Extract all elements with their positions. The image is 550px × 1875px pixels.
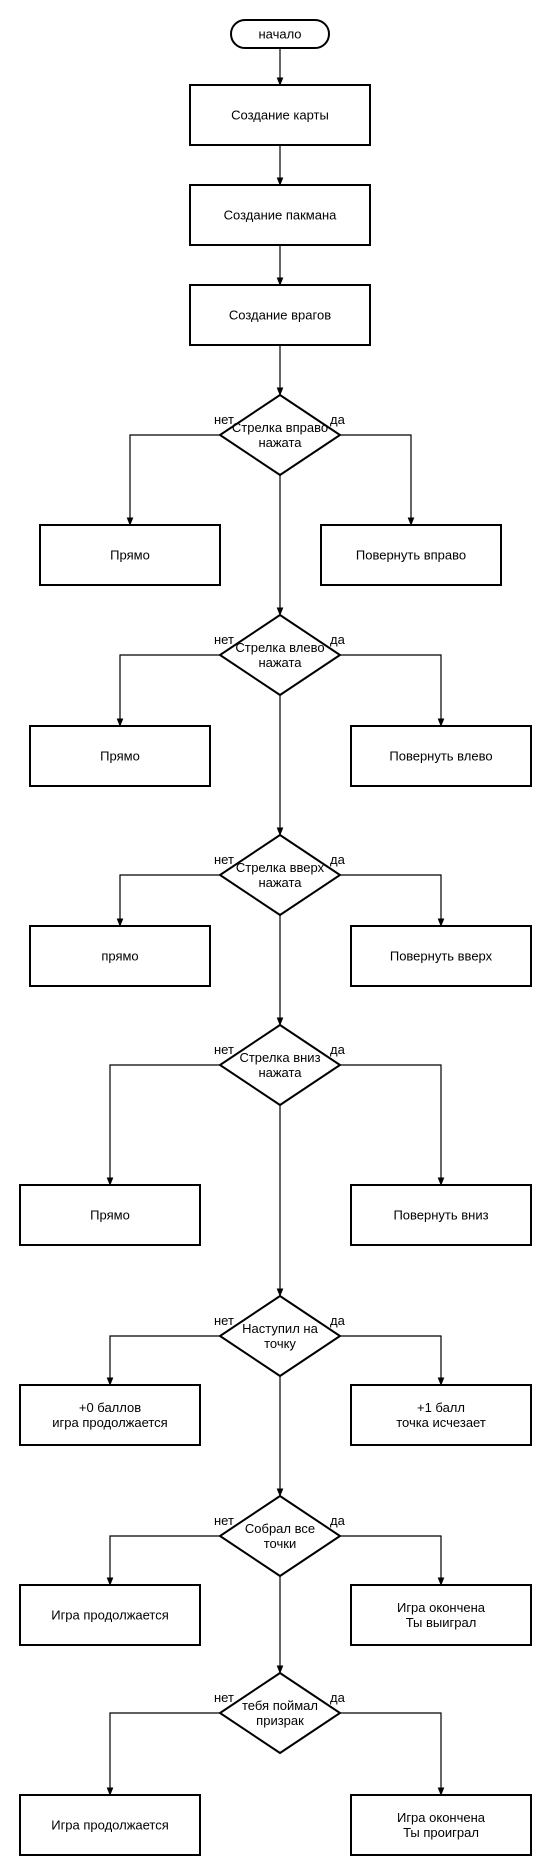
decision-5-yes-box bbox=[350, 1384, 532, 1446]
process-step-1-label-line-0: Создание карты bbox=[231, 108, 329, 123]
decision-5-question-line-1: точку bbox=[264, 1336, 296, 1351]
arrow-decision-3-yes bbox=[340, 874, 445, 927]
decision-5-no-label: нет bbox=[214, 1313, 234, 1328]
arrow-decision-4-no bbox=[106, 1064, 220, 1186]
decision-2-question-line-1: нажата bbox=[258, 655, 302, 670]
decision-1-question-line-1: нажата bbox=[258, 435, 302, 450]
decision-3-no-box-label-line-0: прямо bbox=[101, 949, 138, 964]
arrow-decision-7-yes bbox=[340, 1712, 445, 1796]
decision-6-question-line-0: Собрал все bbox=[245, 1521, 315, 1536]
process-step-1 bbox=[189, 84, 371, 146]
arrow-decision-5-yes bbox=[340, 1335, 445, 1386]
decision-4-question-line-0: Стрелка вниз bbox=[239, 1050, 320, 1065]
decision-3-no-label: нет bbox=[214, 852, 234, 867]
decision-2-no-box bbox=[29, 725, 211, 787]
arrow-decision-2-yes bbox=[340, 654, 445, 727]
arrow-decision-2-no bbox=[116, 654, 220, 727]
decision-2-yes-box-label-line-0: Повернуть влево bbox=[389, 749, 492, 764]
decision-1 bbox=[218, 393, 342, 477]
decision-1-no-box bbox=[39, 524, 221, 586]
decision-4 bbox=[218, 1023, 342, 1107]
decision-4-yes-box bbox=[350, 1184, 532, 1246]
decision-1-no-label: нет bbox=[214, 412, 234, 427]
process-step-3-label-line-0: Создание врагов bbox=[229, 308, 331, 323]
decision-7-yes-box-label-line-0: Игра окончена bbox=[397, 1810, 486, 1825]
decision-2-yes-label: да bbox=[330, 632, 346, 647]
decision-7-question-line-0: тебя поймал bbox=[242, 1698, 318, 1713]
decision-3 bbox=[218, 833, 342, 917]
arrow-decision-3-no bbox=[116, 874, 220, 927]
decision-2-no-label: нет bbox=[214, 632, 234, 647]
arrow-decision-5-no bbox=[106, 1335, 220, 1386]
decision-4-no-box bbox=[19, 1184, 201, 1246]
decision-6-yes-box-label-line-1: Ты выиграл bbox=[406, 1615, 477, 1630]
decision-5-no-box bbox=[19, 1384, 201, 1446]
decision-7-yes-label: да bbox=[330, 1690, 346, 1705]
decision-4-yes-label: да bbox=[330, 1042, 346, 1057]
arrow-decision-7-no bbox=[106, 1712, 220, 1796]
decision-6-yes-box-label-line-0: Игра окончена bbox=[397, 1600, 486, 1615]
decision-7-no-box bbox=[19, 1794, 201, 1856]
decision-5-yes-label: да bbox=[330, 1313, 346, 1328]
arrow-decision-6-yes bbox=[340, 1535, 445, 1586]
process-step-2 bbox=[189, 184, 371, 246]
decision-5-question-line-0: Наступил на bbox=[242, 1321, 318, 1336]
decision-7-yes-box bbox=[350, 1794, 532, 1856]
decision-3-question-line-1: нажата bbox=[258, 875, 302, 890]
decision-5-no-box-label-line-0: +0 баллов bbox=[79, 1400, 141, 1415]
decision-1-yes-label: да bbox=[330, 412, 346, 427]
decision-6-no-label: нет bbox=[214, 1513, 234, 1528]
decision-1-yes-box-label-line-0: Повернуть вправо bbox=[356, 548, 466, 563]
decision-3-yes-box-label-line-0: Повернуть вверх bbox=[390, 949, 493, 964]
decision-2-no-box-label-line-0: Прямо bbox=[100, 749, 140, 764]
decision-3-yes-box bbox=[350, 925, 532, 987]
decision-2 bbox=[218, 613, 342, 697]
decision-2-yes-box bbox=[350, 725, 532, 787]
arrow-decision-6-no bbox=[106, 1535, 220, 1586]
decision-5-yes-box-label-line-0: +1 балл bbox=[417, 1400, 465, 1415]
decision-6 bbox=[218, 1494, 342, 1578]
decision-5-no-box-label-line-1: игра продолжается bbox=[52, 1415, 167, 1430]
start-label-line-0: начало bbox=[258, 27, 301, 42]
arrow-decision-4-yes bbox=[340, 1064, 445, 1186]
decision-1-yes-box bbox=[320, 524, 502, 586]
decision-7 bbox=[218, 1671, 342, 1755]
process-step-2-label-line-0: Создание пакмана bbox=[224, 208, 338, 223]
connectors bbox=[106, 48, 445, 1796]
decision-3-question-line-0: Стрелка вверх bbox=[236, 860, 325, 875]
start-terminal bbox=[230, 19, 330, 49]
decision-4-no-box-label-line-0: Прямо bbox=[90, 1208, 130, 1223]
decision-6-yes-box bbox=[350, 1584, 532, 1646]
decision-6-no-box-label-line-0: Игра продолжается bbox=[51, 1608, 169, 1623]
decision-4-question-line-1: нажата bbox=[258, 1065, 302, 1080]
decision-5-yes-box-label-line-1: точка исчезает bbox=[396, 1415, 486, 1430]
decision-4-no-label: нет bbox=[214, 1042, 234, 1057]
decision-4-yes-box-label-line-0: Повернуть вниз bbox=[393, 1208, 488, 1223]
decision-7-no-label: нет bbox=[214, 1690, 234, 1705]
decision-1-no-box-label-line-0: Прямо bbox=[110, 548, 150, 563]
decision-7-question-line-1: призрак bbox=[256, 1713, 304, 1728]
decision-6-no-box bbox=[19, 1584, 201, 1646]
process-step-3 bbox=[189, 284, 371, 346]
arrow-decision-1-no bbox=[126, 434, 220, 526]
decision-3-no-box bbox=[29, 925, 211, 987]
decision-6-question-line-1: точки bbox=[264, 1536, 296, 1551]
decision-2-question-line-0: Стрелка влево bbox=[235, 640, 324, 655]
decision-7-no-box-label-line-0: Игра продолжается bbox=[51, 1818, 169, 1833]
decision-6-yes-label: да bbox=[330, 1513, 346, 1528]
arrow-decision-1-yes bbox=[340, 434, 415, 526]
decision-1-question-line-0: Стрелка вправо bbox=[232, 420, 328, 435]
decision-7-yes-box-label-line-1: Ты проиграл bbox=[403, 1825, 479, 1840]
decision-5 bbox=[218, 1294, 342, 1378]
decision-3-yes-label: да bbox=[330, 852, 346, 867]
